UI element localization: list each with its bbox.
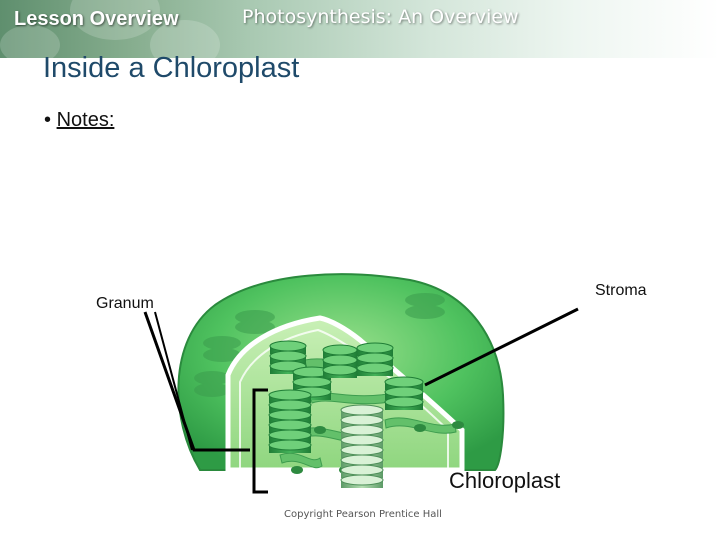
thylakoid-disc xyxy=(340,414,384,426)
granum-label: Granum xyxy=(96,295,154,312)
banner-decoration xyxy=(0,25,60,58)
slide-title: Inside a Chloroplast xyxy=(43,52,300,84)
thylakoid-disc xyxy=(322,354,358,366)
thylakoid-disc xyxy=(356,342,394,354)
thylakoid-disc xyxy=(292,376,332,388)
lesson-label: Lesson Overview xyxy=(14,8,179,30)
section-title: Photosynthesis: An Overview xyxy=(242,6,519,28)
bullet-notes: • Notes: xyxy=(44,109,114,132)
outer-grana xyxy=(194,293,445,397)
thylakoid-disc xyxy=(268,429,312,441)
thylakoid-disc xyxy=(322,364,358,376)
thylakoid-disc xyxy=(340,404,384,416)
thylakoid-disc xyxy=(340,454,384,466)
banner-decoration xyxy=(150,20,220,58)
granum-pointer-line-2 xyxy=(154,311,193,451)
copyright-text: Copyright Pearson Prentice Hall xyxy=(284,509,442,520)
thylakoid-disc xyxy=(340,444,384,456)
thylakoid-disc xyxy=(340,474,384,486)
thylakoid-disc xyxy=(384,376,424,388)
thylakoid-disc xyxy=(384,396,424,408)
thylakoid-disc xyxy=(268,399,312,411)
thylakoid-disc xyxy=(384,386,424,398)
thylakoid-disc xyxy=(322,344,358,356)
thylakoid-disc xyxy=(269,340,307,352)
grana-stacks xyxy=(268,340,424,488)
thylakoid-disc xyxy=(268,439,312,451)
thylakoid-disc xyxy=(268,409,312,421)
header-banner: Lesson Overview Photosynthesis: An Overv… xyxy=(0,0,720,58)
thylakoid-disc xyxy=(269,350,307,362)
thylakoid-disc xyxy=(268,419,312,431)
granum-pointer-line xyxy=(143,311,250,452)
thylakoid-disc xyxy=(340,424,384,436)
thylakoid-disc xyxy=(356,362,394,374)
thylakoid-disc xyxy=(340,434,384,446)
chloroplast-label: Chloroplast xyxy=(449,468,561,493)
thylakoid-disc xyxy=(268,389,312,401)
chloroplast-bracket xyxy=(252,388,268,494)
bullet-marker: • xyxy=(44,109,52,131)
notes-label: Notes: xyxy=(56,109,115,131)
thylakoid-disc xyxy=(356,352,394,364)
thylakoid-disc xyxy=(340,464,384,476)
stroma-pointer-line xyxy=(424,307,579,387)
stroma-label: Stroma xyxy=(595,282,647,299)
